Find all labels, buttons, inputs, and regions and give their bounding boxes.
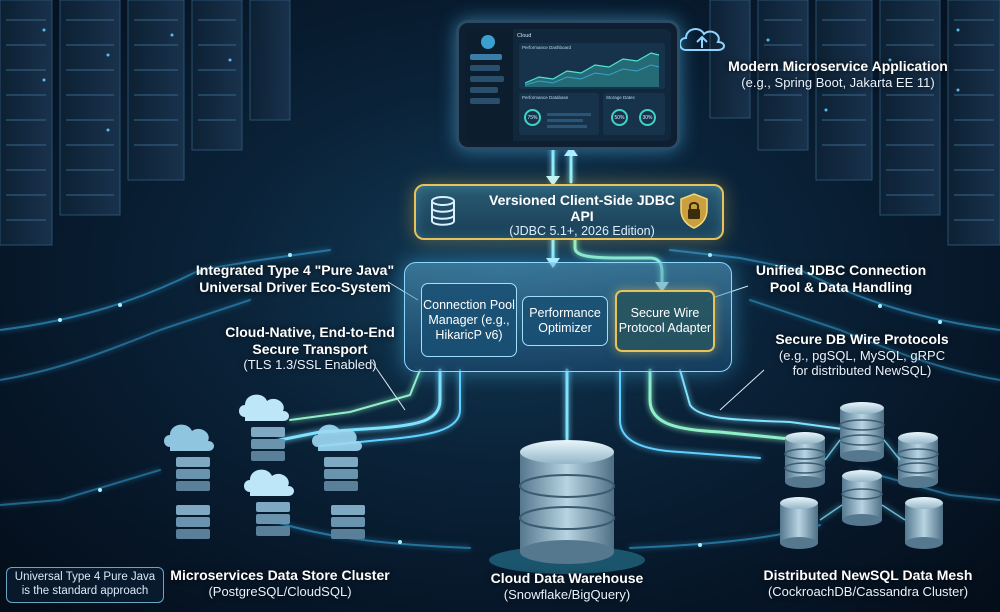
chart-panel: Performance Dashboard [519,43,665,89]
secure-wire-protocol-adapter-box: Secure Wire Protocol Adapter [615,290,715,352]
store-title: Distributed NewSQL Data Mesh [763,567,973,583]
transport-line2: Secure Transport [252,340,368,357]
performance-optimizer-box: Performance Optimizer [522,296,608,346]
panel-title: Storage Dates [606,95,635,100]
store-title: Cloud Data Warehouse [490,570,644,586]
store-title: Microservices Data Store Cluster [170,567,390,583]
glow-dots [58,253,942,547]
storage-panel: Storage Dates 50% 30% [603,93,665,135]
pool-label: Unified JDBC Connection Pool & Data Hand… [736,262,946,295]
driver-label: Integrated Type 4 "Pure Java" Universal … [190,262,400,295]
app-label: Modern Microservice Application (e.g., S… [688,58,988,90]
ring-gauge: 75% [524,109,541,126]
app-title: Modern Microservice Application [728,58,948,74]
tablet-brand: Cloud [517,33,532,39]
api-subtitle: (JDBC 5.1+, 2026 Edition) [509,224,655,238]
ring-gauge: 50% [611,109,628,126]
cylinder-database-icon [489,440,645,574]
protocols-sub2: for distributed NewSQL) [792,362,932,378]
driver-label-line2: Universal Driver Eco-System [199,278,391,295]
store-subtitle: (PostgreSQL/CloudSQL) [208,583,352,599]
gauge-icon [481,35,495,49]
database-icon [431,196,455,226]
transport-sub: (TLS 1.3/SSL Enabled) [243,357,377,373]
store-label-warehouse: Cloud Data Warehouse (Snowflake/BigQuery… [467,570,667,602]
api-title: Versioned Client-Side JDBC API [489,192,675,224]
database-panel: Performance Database 75% [519,93,599,135]
driver-label-line1: Integrated Type 4 "Pure Java" [195,262,395,278]
tablet-screen: Cloud Performance Dashboard Performance … [465,29,671,141]
jdbc-api-box: Versioned Client-Side JDBC API (JDBC 5.1… [414,184,724,240]
pool-label-line1: Unified JDBC Connection [755,262,927,278]
store-subtitle: (Snowflake/BigQuery) [503,586,631,602]
store-label-microservices: Microservices Data Store Cluster (Postgr… [165,567,395,599]
protocols-label: Secure DB Wire Protocols (e.g., pgSQL, M… [752,331,972,378]
server-rack-right-icon [709,0,1000,246]
protocols-sub1: (e.g., pgSQL, MySQL, gRPC [778,347,946,363]
shield-lock-icon [680,193,708,229]
tablet-dashboard: Cloud Performance Dashboard Performance … [456,20,680,150]
store-label-newsql: Distributed NewSQL Data Mesh (CockroachD… [748,567,988,599]
connection-pool-manager-box: Connection Pool Manager (e.g., HikaricP … [421,283,517,357]
panel-title: Performance Database [522,95,569,100]
transport-line1: Cloud-Native, End-to-End [225,324,395,340]
cloud-server-cluster-icon [164,394,365,539]
server-rack-left-icon [0,0,291,246]
cloud-icon [679,28,725,51]
distributed-database-mesh-icon [780,402,943,549]
ring-gauge: 30% [639,109,656,126]
transport-label: Cloud-Native, End-to-End Secure Transpor… [210,324,410,372]
footnote-badge: Universal Type 4 Pure Java is the standa… [6,567,164,603]
store-subtitle: (CockroachDB/Cassandra Cluster) [767,583,969,599]
dashboard-title: Performance Dashboard [522,45,572,50]
protocols-title: Secure DB Wire Protocols [775,331,949,347]
pool-label-line2: Pool & Data Handling [769,278,913,295]
dashboard-sidebar [465,29,513,141]
app-subtitle: (e.g., Spring Boot, Jakarta EE 11) [741,74,935,90]
performance-chart [524,52,660,87]
